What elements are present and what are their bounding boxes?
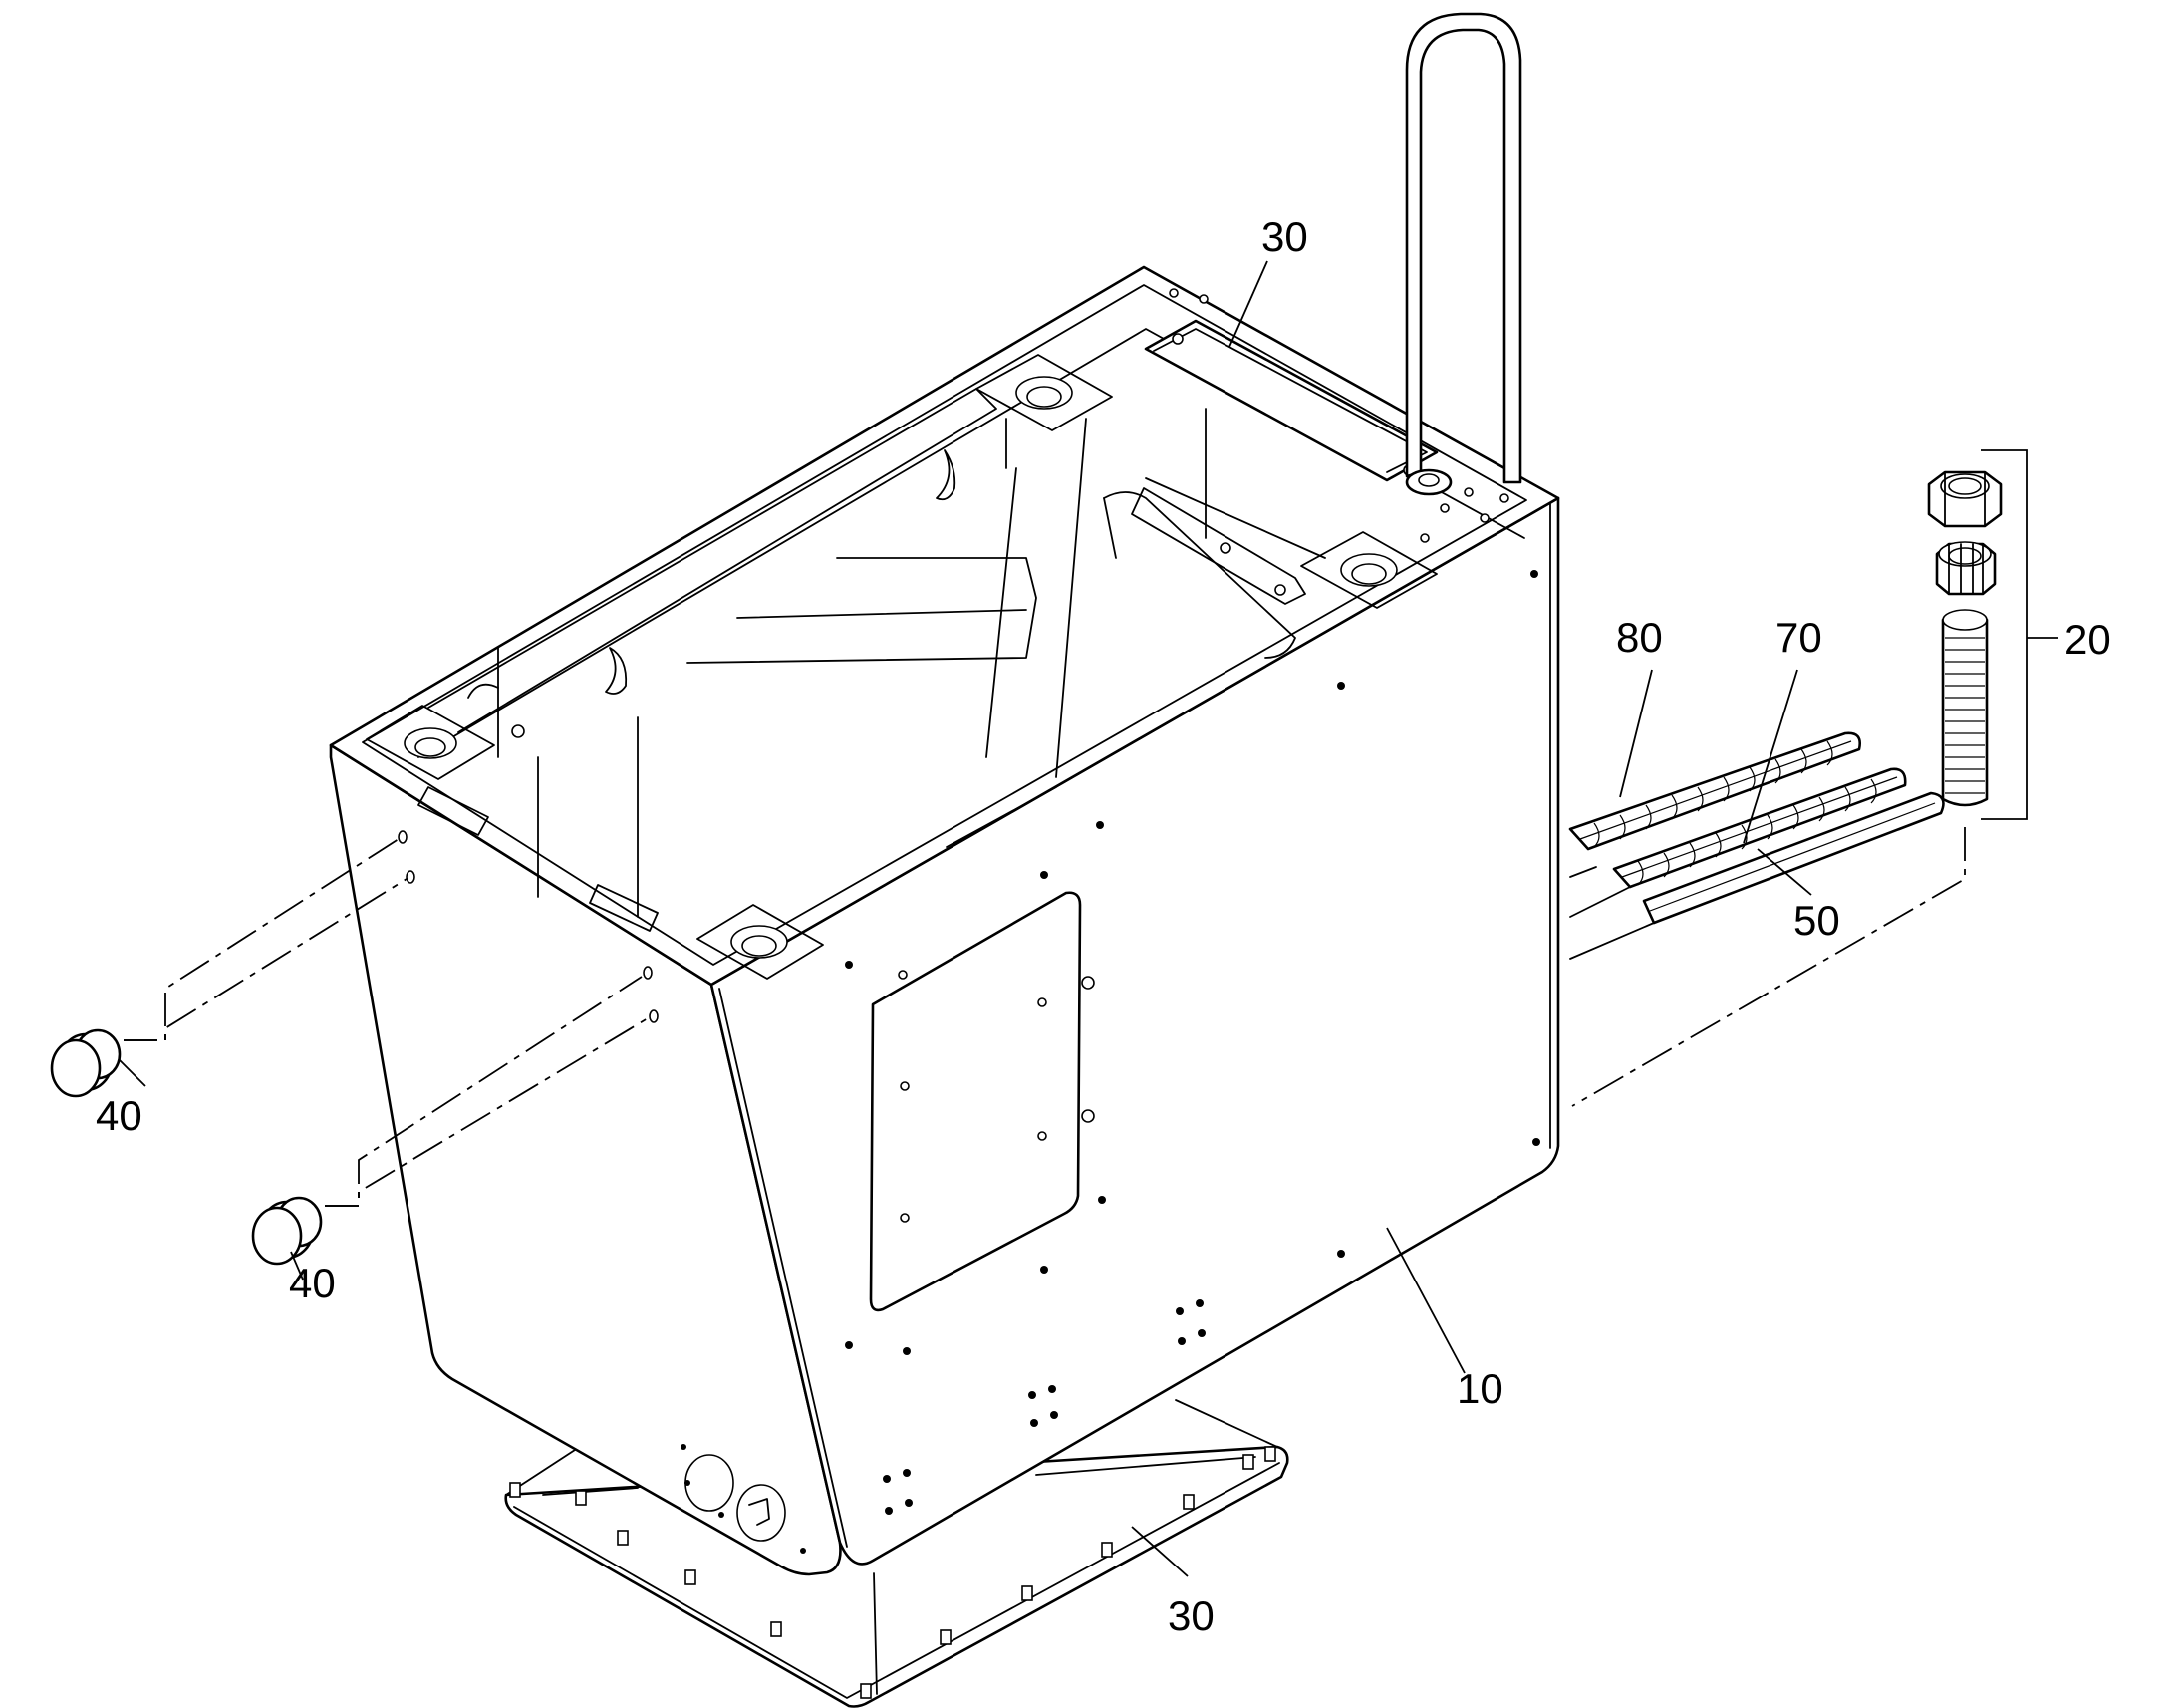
corner-mount-left-front: [696, 904, 824, 980]
plug-upper: [50, 1028, 122, 1098]
callout-50: 50: [1793, 897, 1840, 944]
lifting-handle: [1405, 12, 1522, 496]
plug-lower: [251, 1196, 323, 1266]
cable-gland-openings: [681, 1444, 806, 1554]
housing-fasteners: [845, 570, 1540, 1515]
callout-30-top: 30: [1261, 213, 1308, 260]
assembly-lines: [124, 827, 1966, 1207]
rim-fasteners: [511, 288, 1509, 738]
callout-10: 10: [1457, 1365, 1503, 1412]
callout-20: 20: [2064, 616, 2111, 663]
cable-70: [1569, 767, 1907, 918]
fitting-assembly: [1927, 449, 2028, 820]
housing: [329, 265, 1560, 1576]
cable-80: [1568, 731, 1861, 878]
leader-lines: [119, 260, 2058, 1577]
callout-40-upper: 40: [96, 1092, 142, 1139]
side-plug-holes: [398, 830, 659, 1023]
access-panel: [869, 891, 1095, 1312]
base-plate-bolts: [509, 1446, 1276, 1699]
threaded-rod: [1941, 609, 1989, 807]
callout-80: 80: [1616, 614, 1663, 661]
callout-70: 70: [1775, 614, 1822, 661]
callout-30-bottom: 30: [1168, 1592, 1215, 1639]
corner-mount-right-back: [975, 354, 1113, 431]
corner-mount-left-back: [366, 705, 495, 780]
corner-mount-right-front: [1300, 531, 1438, 609]
hex-nut: [1927, 470, 2003, 528]
fitting-bracket: [1981, 449, 2028, 820]
lock-nut: [1935, 541, 1997, 596]
callout-40-lower: 40: [289, 1260, 336, 1306]
cable-bundle: [1568, 731, 1945, 960]
callout-labels: 30 80 70 20 50 10 30 40 40: [96, 213, 2111, 1639]
